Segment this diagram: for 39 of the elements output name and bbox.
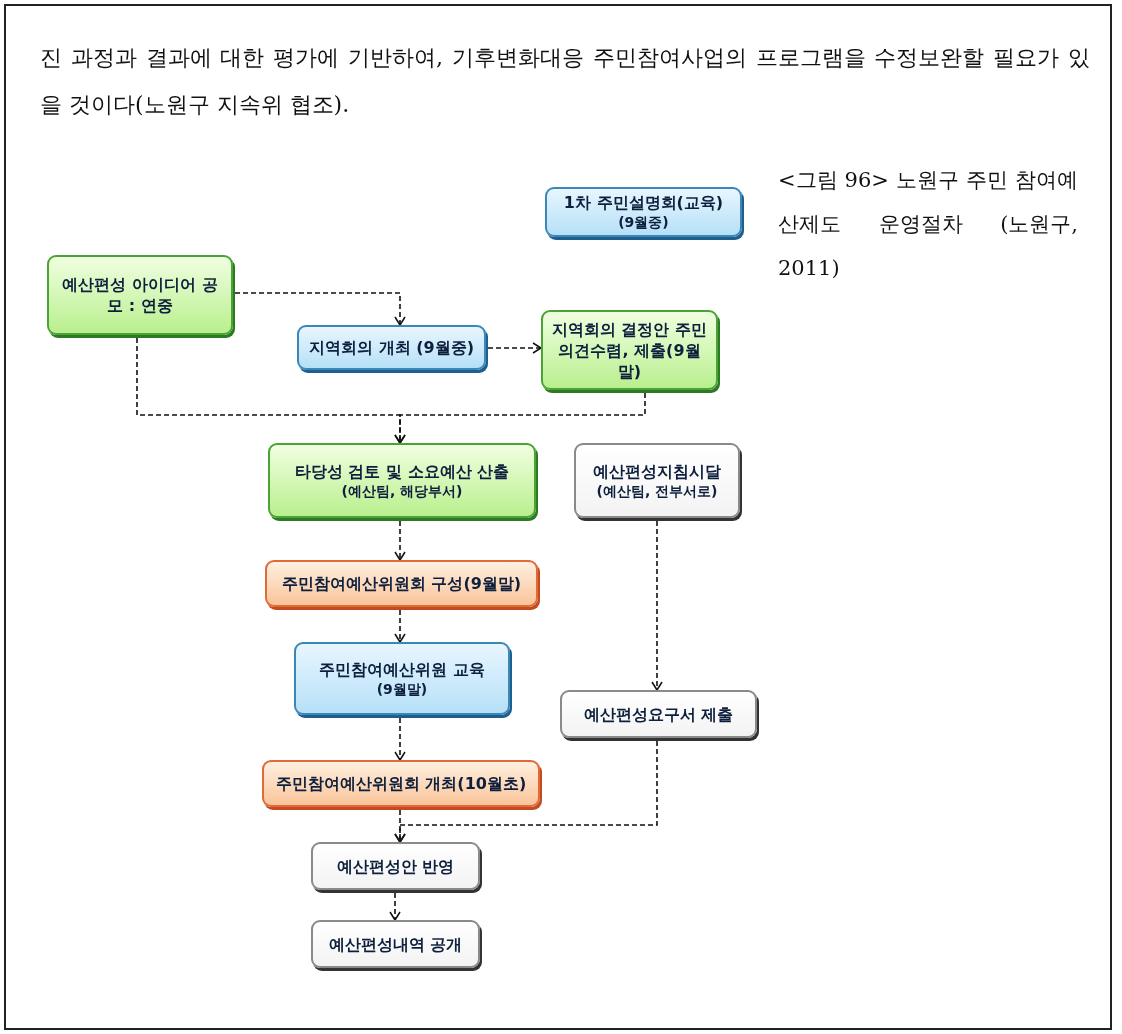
box-title: 예산편성지침시달 <box>593 460 721 482</box>
dashed-arrow <box>487 342 542 354</box>
box-title: 예산편성요구서 제출 <box>583 703 734 725</box>
dashed-arrow <box>394 392 646 444</box>
dashed-arrow <box>394 609 406 643</box>
process-box <box>545 187 742 237</box>
box-title: 주민참여예산위원회 구성(9월말) <box>281 573 522 594</box>
dashed-arrow <box>651 520 663 691</box>
dashed-arrow <box>394 740 658 843</box>
box-title: 지역회의 결정안 주민 의견수렴, 제출(9월말) <box>550 318 709 382</box>
dashed-arrow <box>389 892 401 921</box>
box-title: 지역회의 개최 (9월중) <box>309 337 474 358</box>
process-box <box>268 443 536 518</box>
process-box <box>574 443 740 518</box>
process-box <box>262 760 540 807</box>
box-title: 예산편성 아이디어 공모 : 연중 <box>61 274 219 316</box>
box-note: (9월중) <box>618 213 669 232</box>
box-title: 예산편성내역 공개 <box>328 933 463 955</box>
box-title: 주민참여예산위원회 개최(10월초) <box>275 773 527 794</box>
process-box <box>311 842 480 890</box>
body-paragraph: 진 과정과 결과에 대한 평가에 기반하여, 기후변화대응 주민참여사업의 프로그램을 수정보완할 필요가 있을 것이다(노원구 지속위 협조). <box>40 44 1090 119</box>
box-title: 타당성 검토 및 소요예산 산출 <box>294 460 510 482</box>
box-title: 주민참여예산위원 교육 <box>319 658 485 680</box>
box-note: (예산팀, 전부서로) <box>596 481 718 501</box>
figure-caption: <그림 96> 노원구 주민 참여예산제도 운영절차 (노원구, 2011) <box>778 167 1078 282</box>
process-box <box>560 690 757 738</box>
process-box <box>297 325 486 370</box>
box-title: 1차 주민설명회(교육) <box>563 192 724 213</box>
box-title: 예산편성안 반영 <box>336 855 455 877</box>
box-note: (9월말) <box>376 679 428 699</box>
dashed-arrow <box>394 717 406 761</box>
box-note: (예산팀, 해당부서) <box>341 481 463 501</box>
dashed-arrow <box>234 292 406 326</box>
process-box <box>294 642 510 715</box>
process-box <box>265 560 538 607</box>
dashed-arrow <box>394 520 406 561</box>
process-box <box>541 310 718 390</box>
process-box <box>47 255 233 335</box>
process-box <box>311 920 480 968</box>
